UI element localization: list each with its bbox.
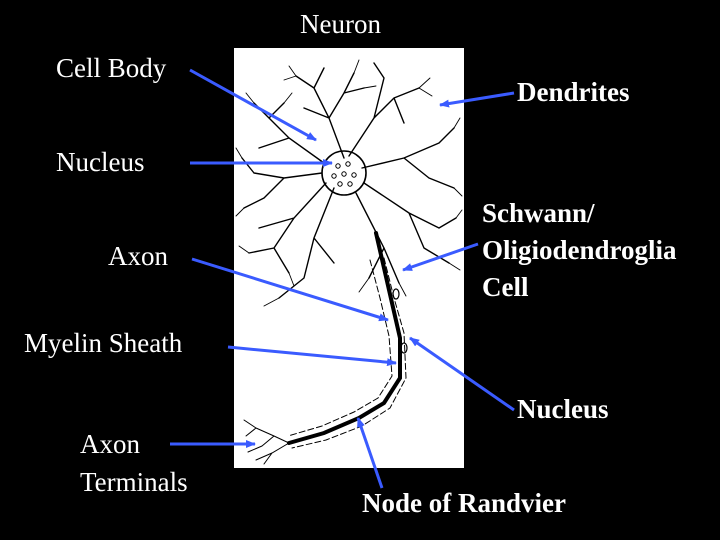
- axon-terminal-branches: [243, 419, 290, 465]
- axon-line: [287, 231, 402, 445]
- arrow-myelin-sheath: [227, 345, 397, 367]
- label-node-of-randvier: Node of Randvier: [362, 488, 566, 518]
- dendrite-cluster-left: [241, 157, 335, 299]
- arrow-axon: [191, 257, 389, 322]
- label-axon: Axon: [108, 241, 168, 271]
- label-schwann-line2: Oligiodendroglia: [482, 235, 677, 265]
- label-nucleus-left: Nucleus: [56, 147, 145, 177]
- diagram-title: Neuron: [300, 9, 381, 39]
- neuron-illustration-panel: [234, 48, 464, 468]
- nucleus-dots: [331, 161, 357, 187]
- label-axon-terminals-line2: Terminals: [80, 467, 188, 497]
- arrow-node-of-randvier: [356, 417, 384, 489]
- arrow-cell-body: [189, 68, 317, 142]
- cell-body-shape: [321, 150, 367, 196]
- label-nucleus-right: Nucleus: [517, 394, 609, 424]
- arrow-schwann-cell: [402, 242, 479, 272]
- dendrite-fine-branches: [235, 59, 463, 307]
- label-cell-body: Cell Body: [56, 53, 167, 83]
- label-schwann-line1: Schwann/: [482, 198, 595, 228]
- arrow-dendrites: [439, 91, 515, 108]
- myelin-sheath-outline: [291, 257, 407, 449]
- label-myelin-sheath: Myelin Sheath: [24, 328, 183, 358]
- label-dendrites: Dendrites: [517, 77, 630, 107]
- schwann-nuclei: [392, 288, 408, 354]
- arrow-nucleus-right: [409, 336, 515, 412]
- label-axon-terminals-line1: Axon: [80, 429, 140, 459]
- label-schwann-line3: Cell: [482, 272, 529, 302]
- dendrite-cluster-top: [253, 62, 420, 164]
- neuron-drawing: [235, 59, 463, 465]
